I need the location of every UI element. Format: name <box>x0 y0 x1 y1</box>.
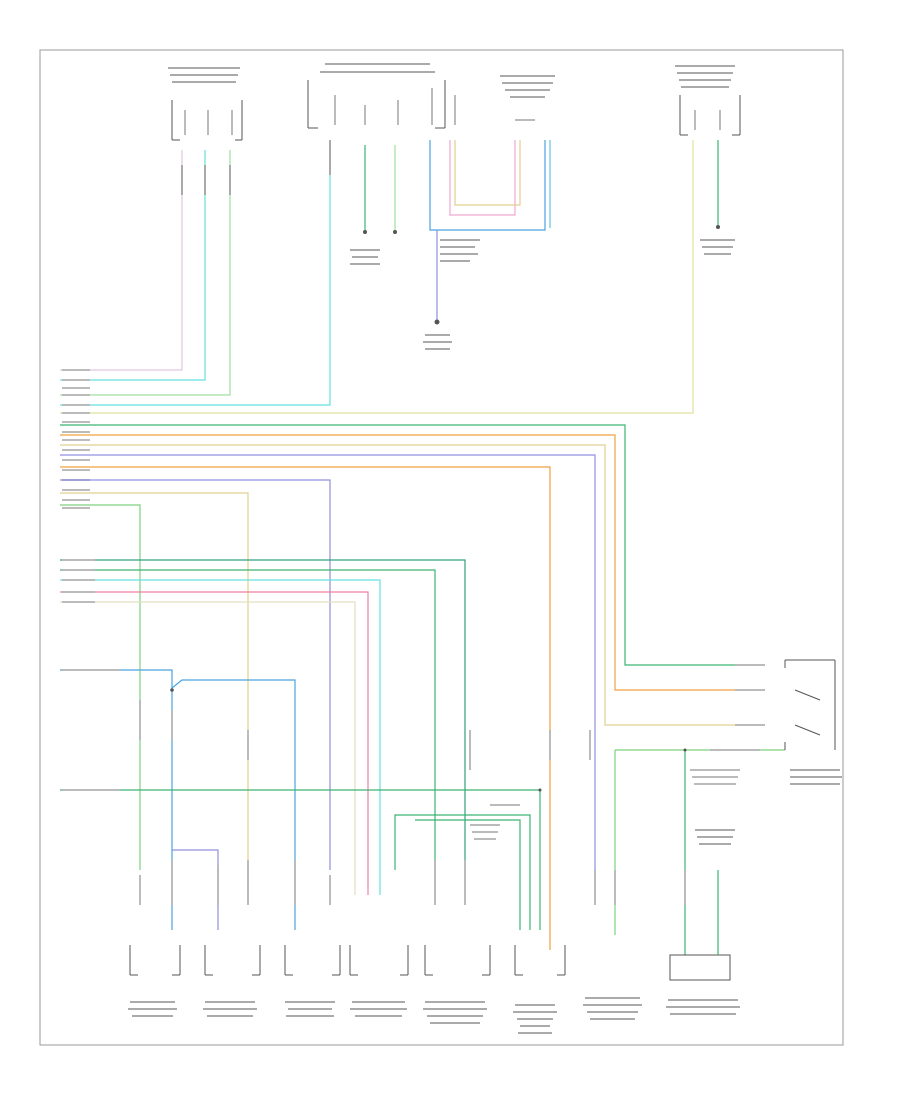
bottom-connector-7 <box>583 997 642 1020</box>
top-right-wires <box>60 140 719 414</box>
left-harness-labels <box>62 369 90 509</box>
top-center-connector <box>307 63 456 129</box>
bottom-connector-4 <box>349 945 409 1017</box>
top-far-right-connector <box>675 65 741 136</box>
splice-points <box>170 688 687 792</box>
top-left-wires <box>60 140 331 406</box>
middle-harness-wires <box>60 424 745 950</box>
bottom-harness-labels <box>62 664 765 791</box>
center-wires <box>364 140 551 320</box>
bottom-harness-wires <box>60 669 785 955</box>
top-right-ground <box>700 225 735 255</box>
bottom-wire-label-stubs <box>139 700 740 905</box>
bottom-connector-8 <box>666 999 740 1015</box>
bottom-connector-2 <box>203 945 261 1017</box>
top-left-connector <box>168 67 243 141</box>
bottom-connector-5 <box>423 945 491 1024</box>
top-left-wire-labels <box>181 140 331 195</box>
bottom-connector-3 <box>284 945 341 1017</box>
lower-harness-labels <box>62 559 95 603</box>
diagram-frame <box>39 49 844 1046</box>
right-speaker-module <box>669 829 735 981</box>
center-grounds <box>350 230 480 350</box>
lower-harness-wires <box>60 559 466 895</box>
bottom-connector-6 <box>513 945 566 1034</box>
right-switch-module <box>784 659 842 785</box>
top-right-module-label <box>500 75 555 121</box>
bottom-connector-1 <box>128 945 181 1017</box>
